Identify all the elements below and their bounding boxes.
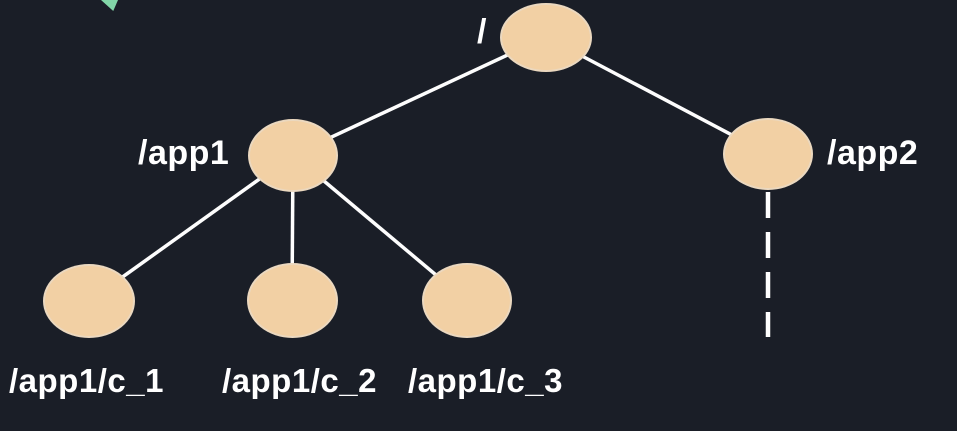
edge-root-app1 bbox=[292, 35, 547, 157]
node-label-app2: /app2 bbox=[827, 134, 919, 172]
node-app1-c3 bbox=[422, 263, 512, 338]
node-app1-c1 bbox=[43, 264, 135, 338]
node-label-root: / bbox=[477, 13, 487, 51]
node-label-app1: /app1 bbox=[138, 134, 230, 172]
node-label-app1-c2: /app1/c_2 bbox=[222, 362, 377, 399]
node-app1 bbox=[248, 119, 338, 192]
node-label-app1-c1: /app1/c_1 bbox=[9, 362, 164, 399]
node-app2 bbox=[723, 118, 813, 190]
node-label-app1-c3: /app1/c_3 bbox=[408, 362, 563, 399]
node-root bbox=[500, 3, 592, 72]
cursor-arrow-icon bbox=[101, 0, 118, 11]
node-app1-c2 bbox=[247, 263, 338, 338]
